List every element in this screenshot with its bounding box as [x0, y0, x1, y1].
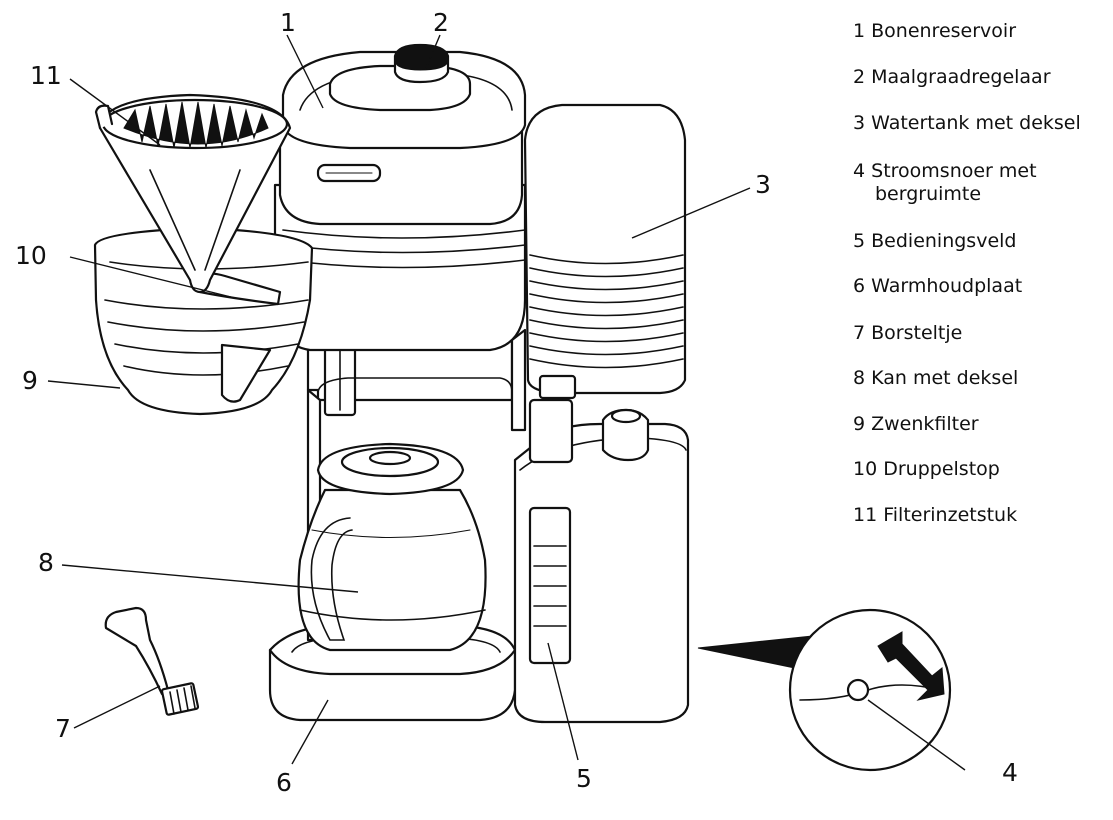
callout-5: 5	[576, 764, 592, 793]
coffee-machine-diagram	[47, 34, 966, 772]
callout-3: 3	[755, 170, 771, 199]
bean-hopper-illustration	[273, 43, 527, 352]
callout-2: 2	[433, 8, 449, 37]
legend-item-11: 11 Filterinzetstuk	[853, 504, 1018, 526]
carafe-illustration	[297, 442, 487, 652]
callout-8: 8	[38, 548, 54, 577]
legend-item-4-sub: bergruimte	[875, 183, 982, 205]
leader-lines	[47, 34, 966, 771]
brush-illustration	[104, 606, 200, 716]
swivel-filter-illustration	[93, 226, 314, 416]
legend-item-6: 6 Warmhoudplaat	[853, 275, 1023, 297]
callout-11: 11	[30, 61, 62, 90]
legend-item-1: 1 Bonenreservoir	[853, 20, 1017, 42]
filter-insert-illustration	[94, 93, 292, 294]
cord-detail-illustration	[697, 608, 952, 772]
callout-9: 9	[22, 366, 38, 395]
water-tank-illustration	[523, 103, 687, 400]
legend-item-2: 2 Maalgraadregelaar	[853, 66, 1051, 88]
callout-7: 7	[55, 714, 71, 743]
legend-item-10: 10 Druppelstop	[853, 458, 1000, 480]
control-panel-illustration	[513, 398, 690, 724]
callout-4: 4	[1002, 758, 1018, 787]
legend: 1 Bonenreservoir 2 Maalgraadregelaar 3 W…	[853, 20, 1081, 580]
callout-10: 10	[15, 241, 47, 270]
callout-1: 1	[280, 8, 296, 37]
legend-item-8: 8 Kan met deksel	[853, 367, 1019, 389]
legend-item-5: 5 Bedieningsveld	[853, 230, 1017, 252]
legend-item-9: 9 Zwenkfilter	[853, 413, 979, 435]
legend-item-3: 3 Watertank met deksel	[853, 112, 1081, 134]
legend-item-7: 7 Borsteltje	[853, 322, 963, 344]
callout-6: 6	[276, 768, 292, 797]
